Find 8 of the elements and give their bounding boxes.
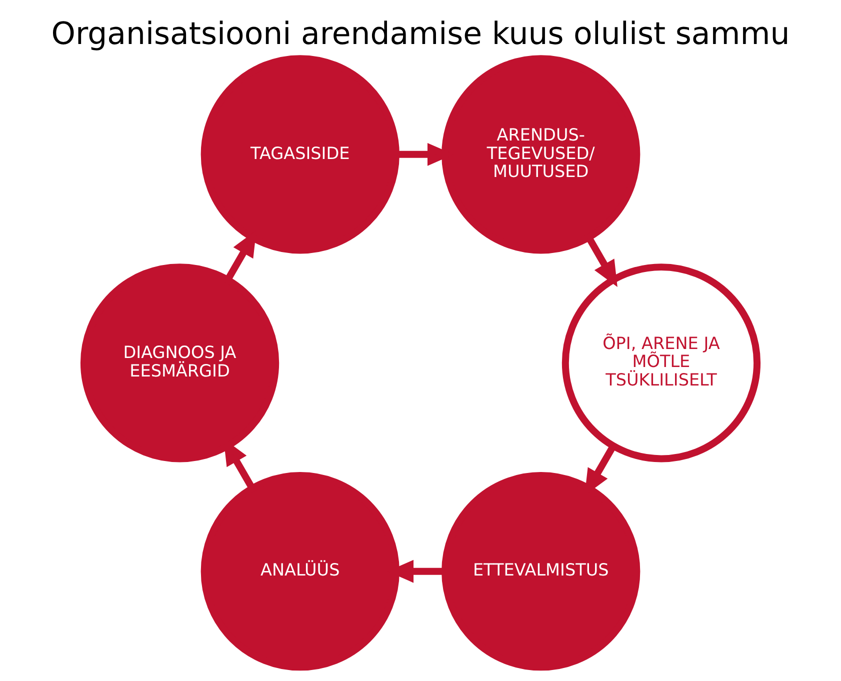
node-circle: ÕPI, ARENE JA MÕTLE TSÜKLILISELT [562,264,761,462]
diagram-title: Organisatsiooni arendamise kuus olulist sammu [51,16,790,52]
node-circle: TAGASISIDE [200,55,400,254]
node-circle: ARENDUS- TEGEVUSED/ MUUTUSED [442,55,640,254]
arrow [586,236,618,288]
node-circle: ANALÜÜS [200,472,400,671]
node-circle: DIAGNOOS JA EESMÄRGID [80,264,280,462]
node-circle: ETTEVALMISTUS [442,472,640,671]
